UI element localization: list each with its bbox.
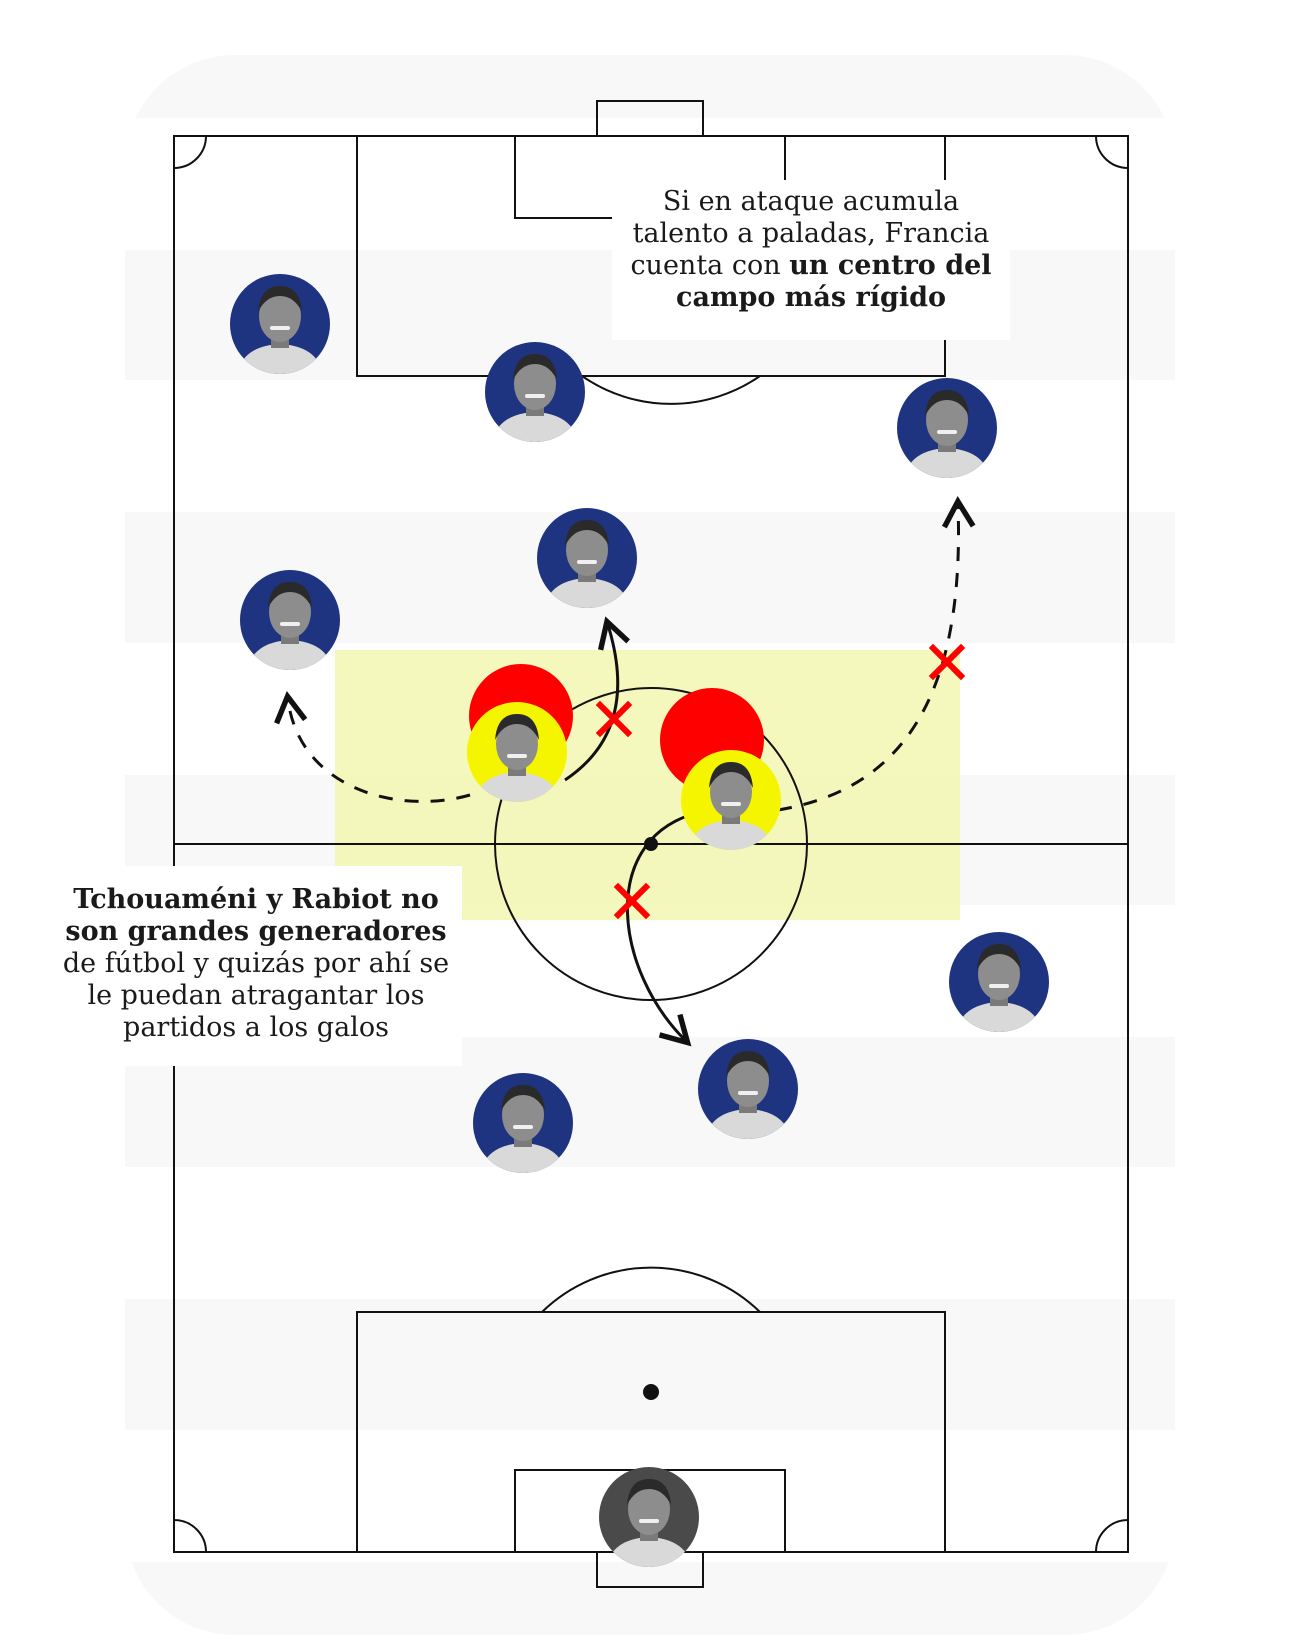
pass-dashed-left [274,691,471,803]
callout-text: son grandes generadores [50,916,462,948]
callout-text: cuenta con un centro del [612,250,1010,282]
cross-icon [613,882,651,920]
callout-text: Si en ataque acumula [662,186,960,217]
corner-arc [173,135,207,169]
callout-text: de fútbol y quizás por ahí se [62,948,450,979]
cross-icon [928,643,966,681]
corner-arc [173,1519,207,1553]
passing-lines [274,495,976,1047]
center-circle [494,687,808,1001]
callout-text: talento a paladas, Francia [632,218,990,249]
corner-arc [1095,1519,1129,1553]
callout-text-plain: cuenta con [630,250,790,281]
center-spot [644,837,658,851]
players [230,274,1049,1567]
callout-text-bold: Tchouaméni y Rabiot no [73,884,439,915]
stripe [115,380,1185,512]
pass-solid-down [626,813,692,1047]
penalty-spot [643,1384,659,1400]
callout-top: Si en ataque acumula talento a paladas, … [612,180,1010,340]
callout-text: partidos a los galos [123,1012,389,1043]
top-penalty-arc [581,375,761,405]
stripe [115,1167,1185,1299]
bottom-penalty-arc [541,1266,761,1313]
blocked-pass-crosses [595,643,966,920]
cross-icon [595,700,633,738]
callout-text: Tchouaméni y Rabiot no [50,884,462,916]
callout-text-bold: son grandes generadores [65,916,447,947]
callout-text-bold: campo más rígido [676,282,946,313]
callout-bottom: Tchouaméni y Rabiot no son grandes gener… [50,866,462,1066]
top-goal [596,100,704,137]
pass-dashed-right [777,495,976,812]
corner-arc [1095,135,1129,169]
callout-text-bold: un centro del [789,250,992,281]
callout-text: le puedan atragantar los [87,980,425,1011]
callout-text: campo más rígido [612,282,1010,314]
pass-solid-up [564,616,630,782]
